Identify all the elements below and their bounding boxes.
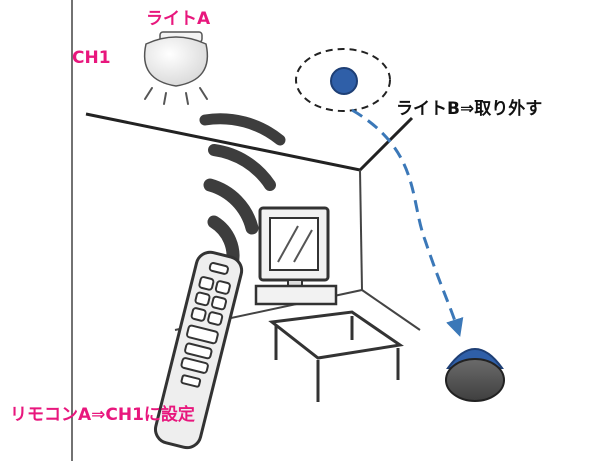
light-rays: [144, 87, 208, 105]
light-b-base: [445, 358, 505, 402]
remote-button-top: [208, 262, 229, 275]
floor-line: [174, 288, 421, 331]
remote-setting-label: リモコンA⇒CH1に設定: [10, 405, 195, 425]
low-table: [268, 310, 404, 402]
dashed-ellipse: [295, 48, 391, 112]
tv-cabinet: [254, 284, 338, 306]
light-b-original-position: [295, 48, 391, 112]
room-walls: [71, 0, 421, 461]
light-b-removed: [445, 348, 505, 402]
television: [254, 206, 338, 306]
ch1-label: CH1: [72, 48, 111, 68]
signal-wave-3: [208, 144, 276, 191]
remote-control: [153, 250, 244, 450]
light-a-dome: [143, 36, 209, 87]
dashed-arrow: [351, 108, 464, 337]
signal-wave-2: [203, 178, 259, 235]
tv-screen: [269, 217, 319, 271]
signal-wave-4: [199, 113, 286, 146]
light-a-fixture: [143, 31, 209, 105]
room-corner-edge: [359, 169, 363, 291]
light-a-label: ライトA: [146, 9, 211, 29]
light-b-dot: [330, 67, 358, 95]
light-b-remove-label: ライトB⇒取り外す: [396, 99, 543, 119]
signal-waves: [199, 113, 286, 272]
table-top: [268, 310, 404, 360]
remote-buttons: [180, 276, 231, 388]
